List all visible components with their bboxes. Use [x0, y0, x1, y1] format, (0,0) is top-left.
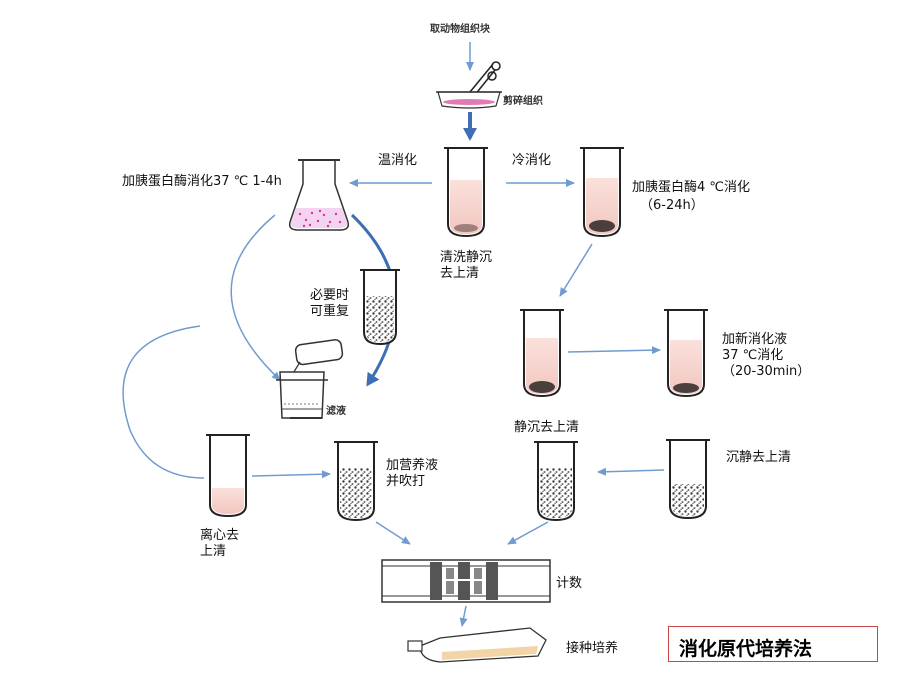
medium-tube	[334, 441, 378, 522]
label-centrifuge: 离心去 上清	[200, 528, 240, 559]
label-inoculate: 接种培养	[566, 641, 619, 656]
centrifuge-curve	[122, 325, 205, 479]
label-count: 计数	[556, 576, 583, 591]
petri-dish-icon	[436, 91, 502, 109]
warm-curve-left	[230, 214, 281, 381]
tissue-step	[436, 42, 502, 141]
label-trypsin-warm: 加胰蛋白酶消化37 ℃ 1-4h	[122, 174, 282, 189]
repeat-tube	[360, 269, 400, 346]
label-trypsin-cold-2: （6-24h）	[640, 198, 704, 213]
arrow-medium-to-count	[375, 521, 411, 545]
arrow-to-new-digest	[567, 346, 661, 355]
settle-tube-cells	[534, 441, 578, 522]
label-wash-settle: 清洗静沉 去上清	[440, 250, 493, 281]
diagram-title: 消化原代培养法	[679, 638, 813, 660]
filter-beaker-icon	[276, 339, 344, 419]
label-warm-digestion: 温消化	[378, 153, 418, 168]
new-digest-tube	[664, 309, 708, 398]
label-cold-digestion: 冷消化	[512, 153, 552, 168]
arrow-from-settle	[597, 467, 665, 476]
label-trypsin-cold-1: 加胰蛋白酶4 ℃消化	[632, 180, 751, 195]
centrifuge-tube	[206, 434, 250, 518]
title-box: 消化原代培养法	[668, 626, 878, 662]
label-settle-2: 沉静去上清	[726, 450, 792, 465]
arrow-to-settle	[559, 243, 593, 297]
flask-icon	[288, 159, 350, 231]
arrow-to-medium	[251, 470, 331, 479]
culture-flask-icon	[407, 627, 547, 663]
scissors-icon	[469, 61, 501, 97]
hemocytometer-icon	[381, 559, 551, 603]
label-settle-1: 静沉去上清	[514, 420, 580, 435]
label-mince-tissue: 剪碎组织	[503, 96, 543, 107]
label-filtrate: 滤液	[326, 406, 346, 417]
label-new-digest: 加新消化液 37 ℃消化 （20-30min）	[722, 332, 811, 379]
label-take-tissue: 取动物组织块	[430, 24, 490, 35]
center-test-tube	[444, 147, 488, 238]
sediment-tube	[666, 439, 710, 520]
arrow-settle-to-count	[507, 521, 549, 545]
cold-digest-tube	[580, 147, 624, 238]
settle-tube	[520, 309, 564, 398]
arrow-to-flask	[459, 605, 468, 627]
label-repeat: 必要时 可重复	[310, 288, 350, 319]
label-medium: 加营养液 并吹打	[386, 458, 439, 489]
